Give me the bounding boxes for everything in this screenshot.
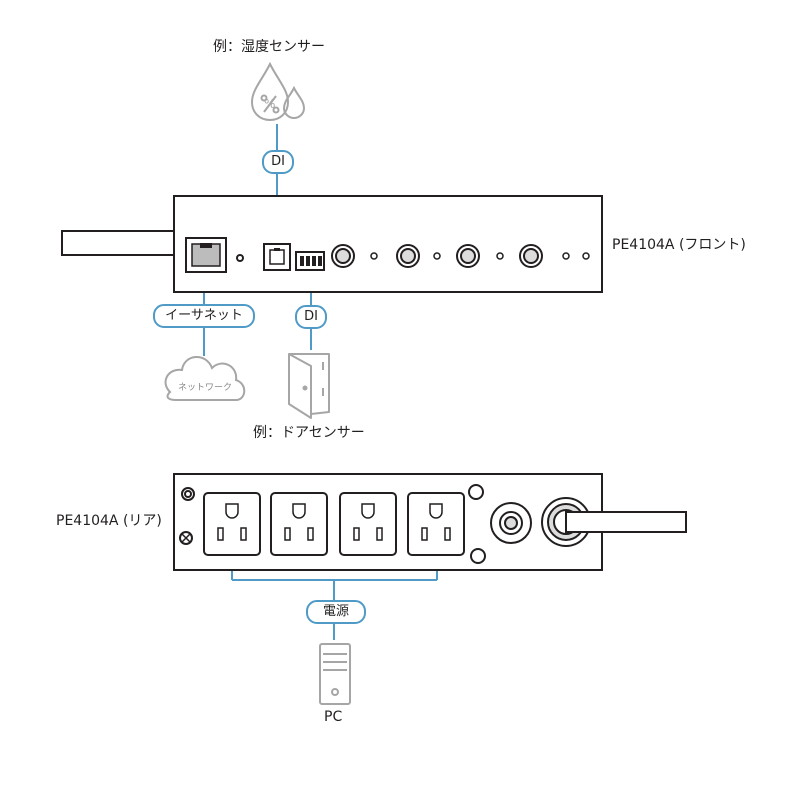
front-device bbox=[61, 195, 603, 293]
rear-outlet-4 bbox=[407, 492, 465, 556]
front-cable bbox=[61, 230, 175, 256]
humidity-sensor-caption: 例：湿度センサー bbox=[213, 39, 325, 55]
front-outlet-buttons bbox=[331, 244, 543, 268]
breaker bbox=[490, 502, 532, 544]
front-leds bbox=[370, 252, 590, 260]
rear-device bbox=[173, 473, 687, 571]
di-badge-top: DI bbox=[262, 150, 294, 174]
rear-device-label: PE4104A (リア) bbox=[56, 513, 162, 529]
ethernet-badge: イーサネット bbox=[153, 304, 255, 328]
pc-label: PC bbox=[324, 709, 343, 725]
power-badge: 電源 bbox=[306, 600, 366, 624]
pc-tower-icon bbox=[319, 643, 351, 705]
rear-outlet-2 bbox=[270, 492, 328, 556]
door-icon bbox=[288, 353, 330, 419]
cloud-icon bbox=[164, 356, 246, 401]
humidity-drop-icon bbox=[250, 61, 306, 122]
rear-outlet-3 bbox=[339, 492, 397, 556]
di-badge-door: DI bbox=[295, 305, 327, 329]
door-sensor-caption: 例：ドアセンサー bbox=[253, 425, 365, 441]
rear-cable bbox=[565, 511, 687, 533]
rear-outlet-1 bbox=[203, 492, 261, 556]
di-port bbox=[263, 243, 291, 271]
front-panel bbox=[173, 195, 603, 293]
network-label: ネットワーク bbox=[178, 383, 233, 393]
dip-switch bbox=[295, 251, 325, 271]
ethernet-port bbox=[185, 237, 227, 273]
humidity-glyph: % bbox=[264, 97, 276, 111]
front-device-label: PE4104A (フロント) bbox=[612, 237, 746, 253]
